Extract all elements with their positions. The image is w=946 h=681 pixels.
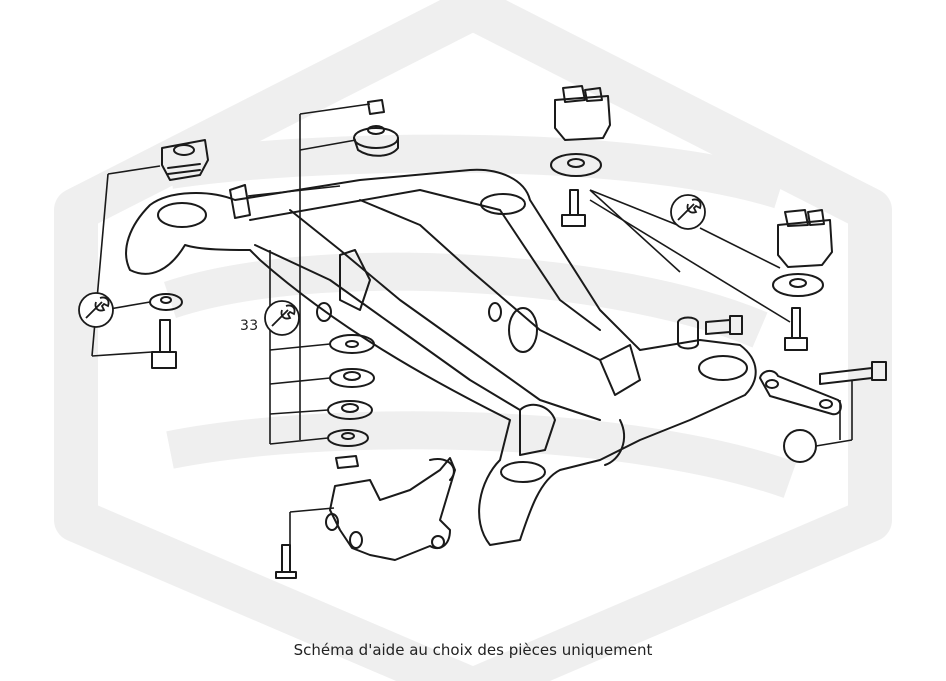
differential-mount-bracket [325, 457, 456, 561]
long-bolt-right [819, 361, 887, 385]
bolt-bottom-left [275, 544, 297, 579]
callout-number: 33 [240, 318, 259, 334]
wrench-icon [264, 300, 300, 336]
bracket-right [759, 370, 842, 416]
leader-lines [91, 103, 853, 545]
washer-bottom-right [783, 429, 817, 463]
hexagon-logo-watermark [54, 0, 892, 681]
bolt-left [151, 319, 177, 369]
bolt-right [784, 307, 808, 351]
rubber-bushing-top-right [554, 85, 611, 141]
rubber-bushing-right [777, 209, 833, 268]
wrench-icon [78, 292, 114, 328]
washer-top-right [550, 153, 602, 177]
bolt-horizontal-right-center [705, 315, 743, 335]
diagram-caption: Schéma d'aide au choix des pièces unique… [293, 641, 653, 659]
nut-top-center [367, 99, 385, 115]
bolt-top-right [561, 189, 586, 227]
subframe-body [125, 168, 757, 546]
rubber-mount-top-center [353, 125, 399, 157]
wrench-icon [670, 194, 706, 230]
small-bushing-right-center [677, 316, 699, 350]
rubber-bushing-top-left [161, 139, 209, 181]
washer-right [772, 273, 824, 297]
